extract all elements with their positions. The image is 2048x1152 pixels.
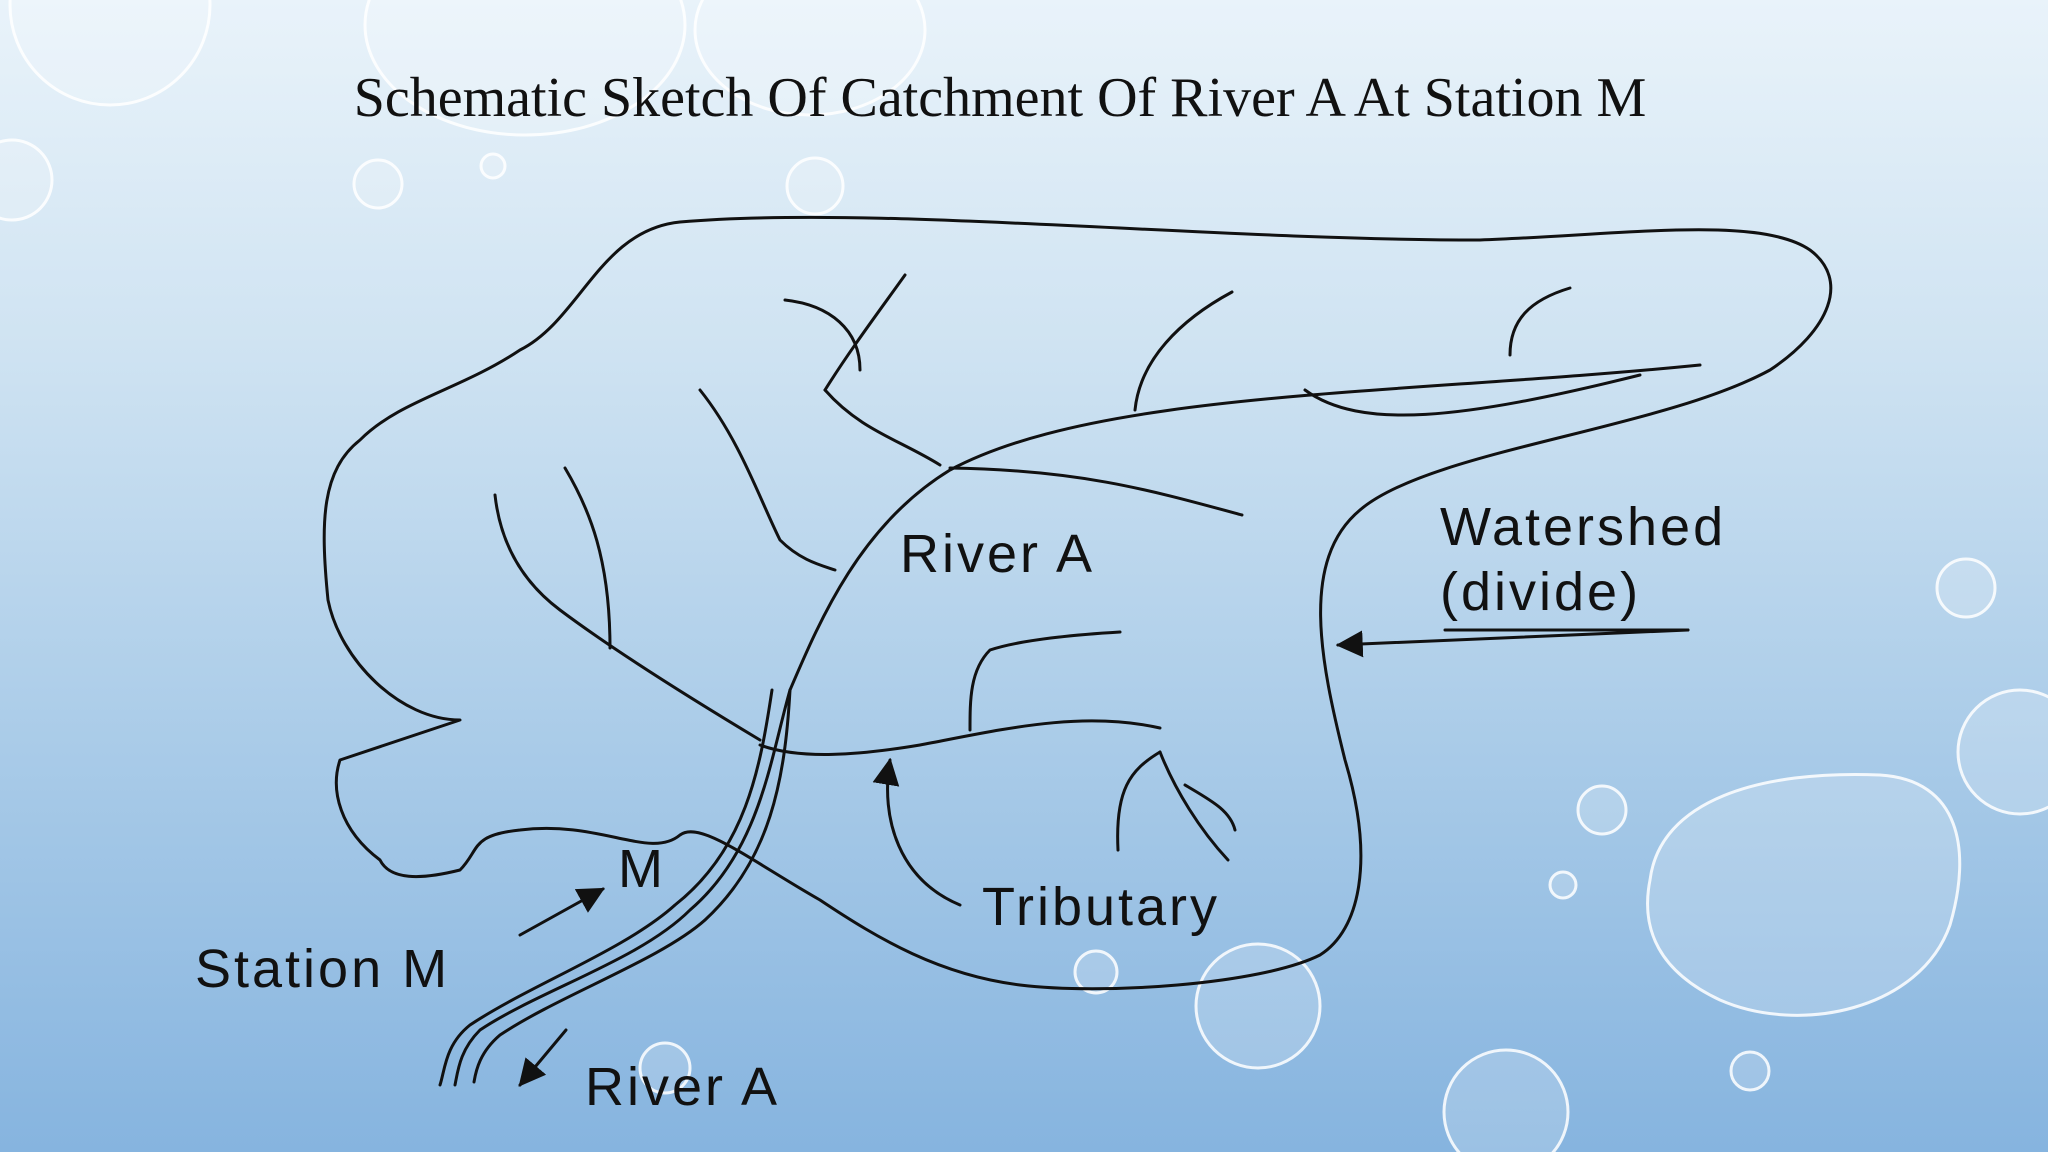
station-arrow [518, 887, 605, 937]
watershed-arrow [1335, 628, 1690, 658]
river-a-outlet-bank [472, 688, 792, 1084]
water-droplet [8, 0, 212, 107]
watershed-boundary [322, 215, 1833, 991]
tributary-label: Tributary [982, 877, 1220, 937]
outlet-flow-arrow [518, 1028, 568, 1087]
water-droplet [1073, 949, 1119, 995]
station-m-label: Station M [195, 939, 450, 999]
station-point-label: M [618, 839, 666, 899]
water-droplet [638, 1041, 692, 1095]
water-droplet [0, 138, 54, 222]
upper-tributary-branch [1303, 373, 1642, 417]
water-droplet [1956, 688, 2048, 816]
upper-tributary-branch [783, 298, 862, 372]
water-droplet [1935, 557, 1997, 619]
water-droplet [479, 152, 507, 180]
tributary-branch [1183, 783, 1237, 832]
tributary-branch [1116, 750, 1162, 852]
upper-tributary-branch [823, 273, 907, 392]
left-tributary-branch [493, 493, 762, 742]
water-droplet [1646, 772, 1962, 1017]
watershed-label: Watershed [1440, 497, 1726, 557]
left-tributary-branch [563, 466, 612, 650]
upper-tributary-branch [948, 466, 1244, 517]
tributary-branch [968, 630, 1122, 732]
river-a-outlet-label: River A [585, 1057, 780, 1117]
water-droplet [363, 0, 687, 137]
water-droplet [693, 0, 927, 117]
divide-label: (divide) [1440, 562, 1641, 622]
water-droplet [1548, 870, 1578, 900]
tributary-channel [758, 719, 1162, 756]
tributary-branch [1158, 750, 1230, 862]
water-droplet [1576, 784, 1628, 836]
left-tributary-branch [698, 388, 837, 572]
upper-tributary-branch [823, 388, 942, 467]
river-a-outlet-bank [438, 688, 774, 1087]
upper-tributary-branch [1508, 286, 1572, 357]
river-a-label: River A [900, 524, 1095, 584]
water-droplet [1194, 942, 1322, 1070]
river-a-main-channel [453, 363, 1702, 1087]
slide-title: Schematic Sketch Of Catchment Of River A… [353, 67, 1647, 129]
upper-tributary-branch [1133, 290, 1234, 412]
water-droplet [1729, 1050, 1771, 1092]
water-droplet [1442, 1048, 1570, 1152]
tributary-arrow [872, 757, 962, 907]
water-droplet [785, 156, 845, 216]
water-droplet [352, 158, 404, 210]
